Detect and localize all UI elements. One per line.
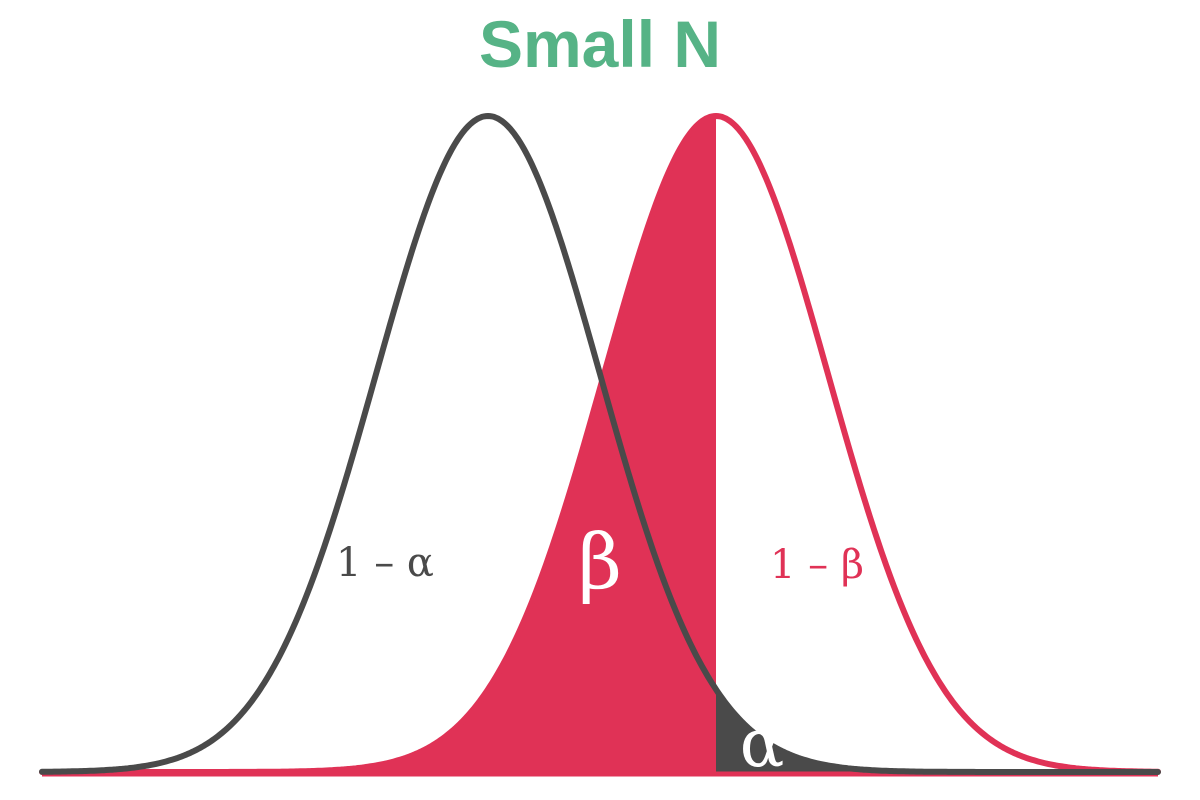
alpha-area (716, 689, 1158, 772)
alternative-distribution-curve (39, 112, 1161, 775)
beta-label: β (578, 517, 622, 606)
alpha-label: α (740, 705, 785, 782)
one-minus-beta-label: 1 – β (770, 542, 864, 588)
diagram-title: Small N (478, 7, 722, 81)
null-distribution-curve (39, 112, 1161, 775)
one-minus-alpha-label: 1 – α (336, 540, 434, 586)
beta-area (42, 116, 716, 772)
